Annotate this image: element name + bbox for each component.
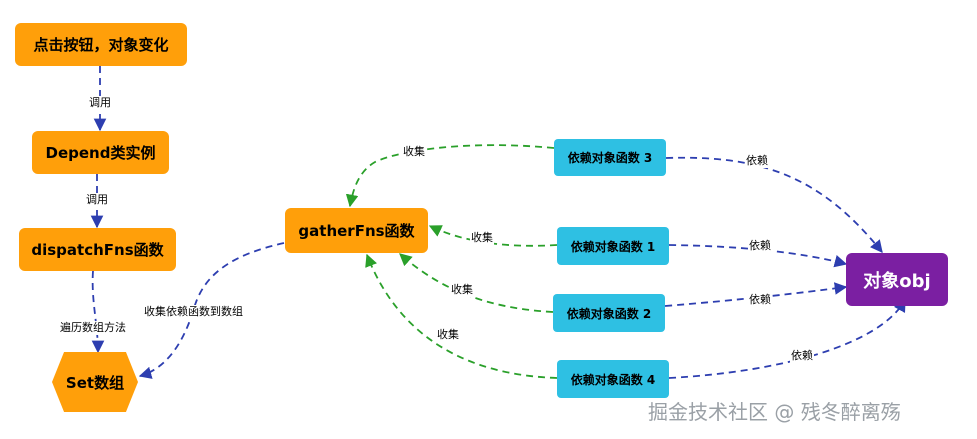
label-collect-1: 收集 (470, 231, 494, 245)
node-dep-fn-3: 依赖对象函数 3 (554, 139, 666, 176)
label-call-2: 调用 (85, 193, 109, 207)
label-collect-to-array: 收集依赖函数到数组 (143, 305, 244, 319)
label-rely-1: 依赖 (748, 239, 772, 253)
label-call-1: 调用 (88, 96, 112, 110)
label-collect-3: 收集 (402, 145, 426, 159)
edge-dispatch-to-set (91, 270, 105, 354)
node-depend-instance: Depend类实例 (32, 131, 169, 174)
edge-dep4-to-obj (668, 298, 906, 379)
edge-dep3-to-obj (665, 156, 883, 253)
watermark-text: 掘金技术社区 @ 残冬醉离殇 (648, 400, 901, 424)
node-dep-fn-2: 依赖对象函数 2 (553, 294, 665, 332)
node-gather-fns: gatherFns函数 (285, 208, 428, 253)
edge-gather-to-set (138, 242, 285, 379)
node-set-array: Set数组 (52, 352, 138, 412)
node-object-obj: 对象obj (846, 253, 948, 306)
edge-dep2-to-gather (399, 253, 554, 313)
label-rely-3: 依赖 (745, 154, 769, 168)
label-rely-2: 依赖 (748, 293, 772, 307)
node-dep-fn-4: 依赖对象函数 4 (557, 360, 669, 398)
label-collect-4: 收集 (436, 328, 460, 342)
node-dep-fn-1: 依赖对象函数 1 (557, 227, 669, 265)
edge-dep1-to-gather (428, 225, 558, 247)
label-traverse: 遍历数组方法 (59, 321, 127, 335)
edge-dep3-to-gather (345, 144, 555, 208)
node-dispatch-fns: dispatchFns函数 (19, 228, 176, 271)
edge-dep4-to-gather (365, 253, 558, 379)
node-click-button: 点击按钮，对象变化 (15, 23, 187, 66)
label-collect-2: 收集 (450, 283, 474, 297)
label-rely-4: 依赖 (790, 349, 814, 363)
